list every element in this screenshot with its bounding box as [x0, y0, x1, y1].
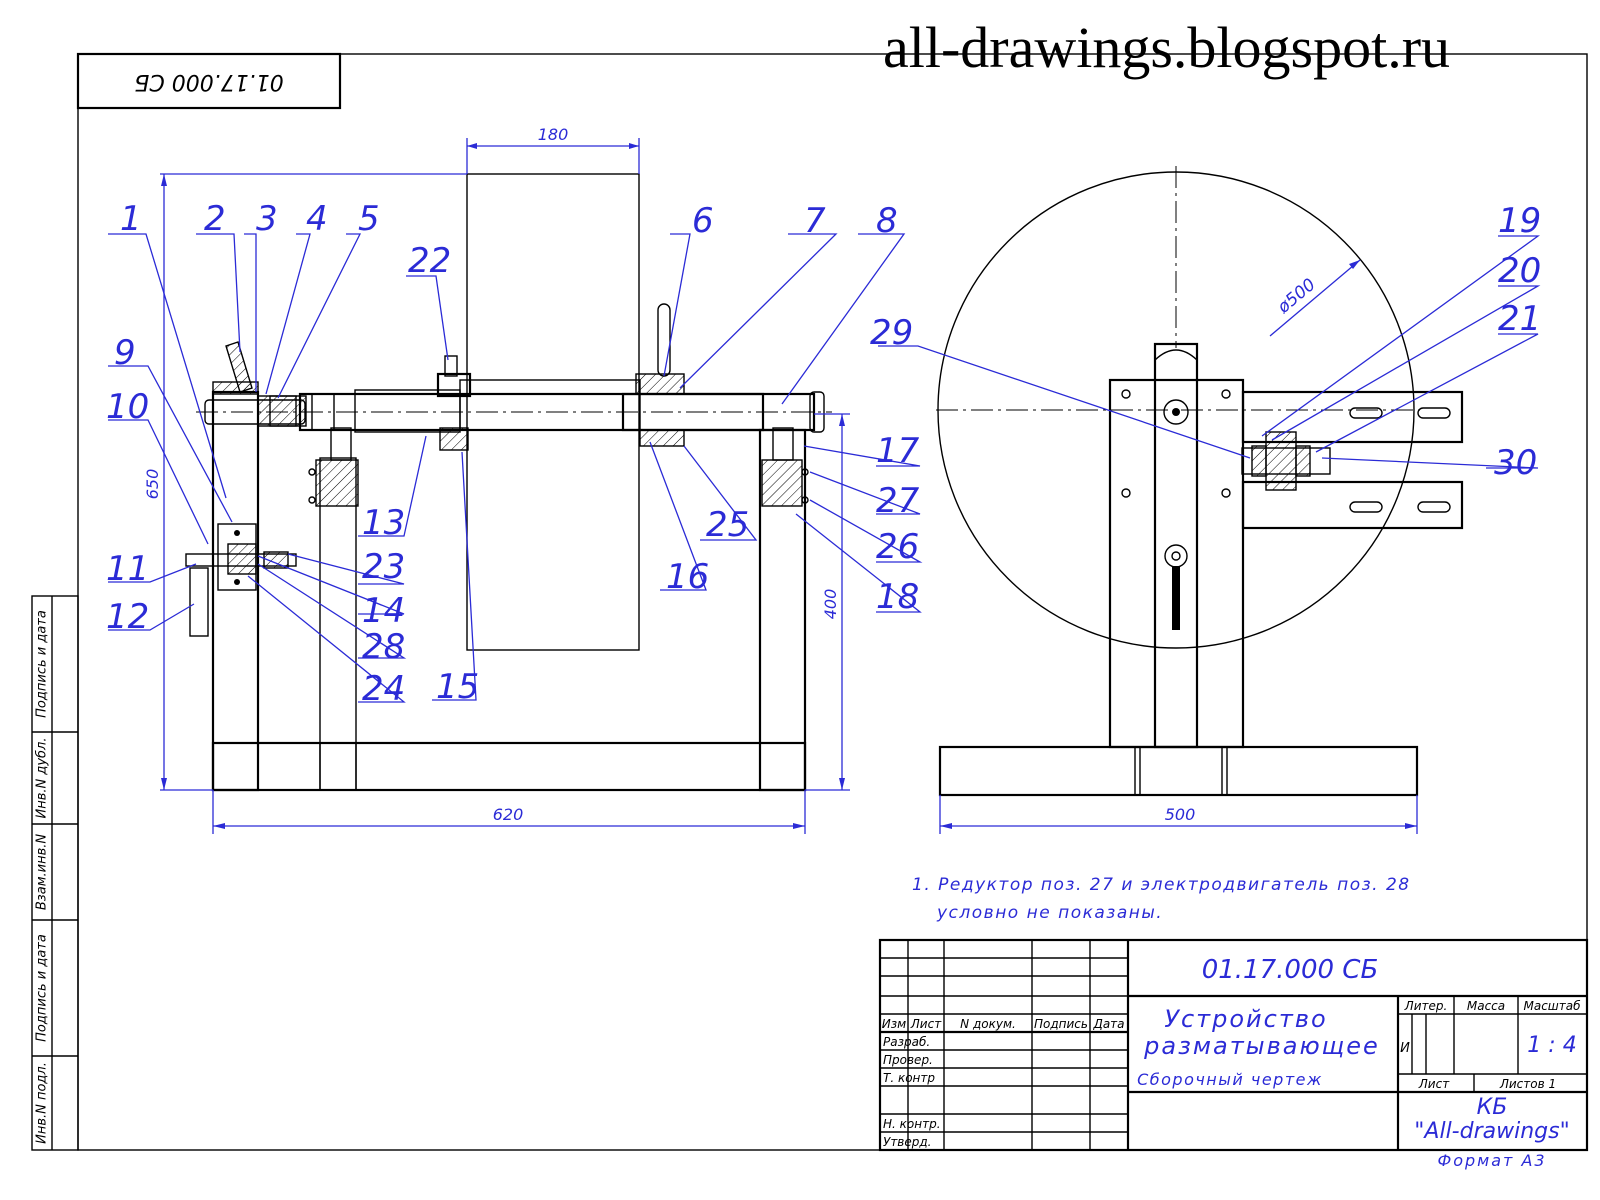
- dim-650: 650: [143, 469, 162, 500]
- pos-6: 6: [692, 201, 714, 241]
- pos-12: 12: [106, 597, 149, 637]
- position-callouts: 1 2 3 4 5 6 7 8 9 10 11 12 13 14 15 16 1…: [106, 199, 1541, 709]
- technical-note: 1. Редуктор поз. 27 и электродвигатель п…: [912, 875, 1411, 923]
- front-view: [185, 173, 832, 792]
- pos-14: 14: [362, 591, 405, 631]
- sheets-label: Листов 1: [1499, 1077, 1556, 1091]
- col-ndoc: N докум.: [960, 1017, 1016, 1031]
- pos-1: 1: [120, 199, 142, 239]
- row-utverzh: Утверд.: [883, 1135, 932, 1149]
- pos-27: 27: [876, 481, 920, 521]
- dim-400: 400: [821, 589, 840, 620]
- tb-name-line2: разматывающее: [1143, 1032, 1380, 1060]
- pos-10: 10: [106, 387, 149, 427]
- strip-inv-podl: Инв.N подл.: [35, 1062, 50, 1144]
- row-razrab: Разраб.: [883, 1035, 930, 1049]
- pos-4: 4: [306, 199, 328, 239]
- pos-2: 2: [204, 199, 226, 239]
- row-prover: Провер.: [883, 1053, 933, 1067]
- pos-15: 15: [436, 667, 479, 707]
- row-nkontr: Н. контр.: [883, 1117, 941, 1131]
- pos-17: 17: [876, 431, 920, 471]
- pos-23: 23: [362, 547, 405, 587]
- org-line2: "All-drawings": [1414, 1119, 1569, 1144]
- col-date: Дата: [1092, 1017, 1124, 1031]
- strip-inv-dubl: Инв.N дубл.: [35, 737, 50, 818]
- col-izm: Изм: [882, 1017, 906, 1031]
- pos-30: 30: [1494, 443, 1537, 483]
- pos-8: 8: [876, 201, 898, 241]
- pos-20: 20: [1498, 251, 1541, 291]
- pos-3: 3: [256, 199, 278, 239]
- scale-value: 1 : 4: [1527, 1033, 1576, 1058]
- liter-value: И: [1400, 1041, 1410, 1056]
- dim-180: 180: [538, 125, 569, 144]
- list-label: Лист: [1418, 1077, 1450, 1091]
- note-line-1: 1. Редуктор поз. 27 и электродвигатель п…: [912, 875, 1411, 895]
- side-view: [936, 166, 1464, 797]
- org-line1: КБ: [1477, 1095, 1508, 1120]
- dim-620: 620: [493, 805, 524, 824]
- tb-name-line1: Устройство: [1164, 1005, 1327, 1033]
- col-list: Лист: [910, 1017, 942, 1031]
- tb-designation: 01.17.000 СБ: [1202, 955, 1379, 985]
- hdr-massa: Масса: [1467, 999, 1505, 1013]
- pos-11: 11: [106, 549, 149, 589]
- pos-24: 24: [362, 669, 405, 709]
- strip-vzam: Взам.инв.N: [35, 834, 50, 910]
- strip-podpis-2: Подпись и дата: [35, 934, 50, 1042]
- pos-9: 9: [114, 333, 136, 373]
- pos-5: 5: [358, 199, 380, 239]
- col-sign: Подпись: [1034, 1017, 1088, 1031]
- pos-29: 29: [870, 313, 913, 353]
- note-line-2: условно не показаны.: [936, 903, 1163, 923]
- pos-28: 28: [362, 627, 405, 667]
- side-strip: Подпись и дата Инв.N дубл. Взам.инв.N По…: [31, 595, 79, 1151]
- format-label: Формат А3: [1437, 1151, 1546, 1170]
- row-tkontr: Т. контр: [883, 1071, 935, 1085]
- site-title: all-drawings.blogspot.ru: [883, 15, 1451, 80]
- pos-25: 25: [706, 505, 749, 545]
- pos-18: 18: [876, 577, 919, 617]
- title-block: Изм Лист N докум. Подпись Дата Разраб. П…: [878, 938, 1589, 1152]
- hdr-masshtab: Масштаб: [1523, 999, 1581, 1013]
- pos-21: 21: [1498, 299, 1541, 339]
- pos-19: 19: [1498, 201, 1541, 241]
- pos-7: 7: [804, 201, 826, 241]
- corner-stamp: 01.17.000 СБ: [134, 69, 283, 94]
- pos-26: 26: [876, 527, 919, 567]
- dim-diameter: ø500: [1273, 275, 1319, 319]
- tb-doc-type: Сборочный чертеж: [1137, 1070, 1323, 1089]
- hdr-liter: Литер.: [1404, 999, 1448, 1013]
- pos-16: 16: [666, 557, 709, 597]
- pos-13: 13: [362, 503, 405, 543]
- strip-podpis-1: Подпись и дата: [35, 610, 50, 718]
- pos-22: 22: [408, 241, 451, 281]
- front-dimensions: 180 650 400 620: [143, 125, 850, 834]
- dim-500: 500: [1165, 805, 1196, 824]
